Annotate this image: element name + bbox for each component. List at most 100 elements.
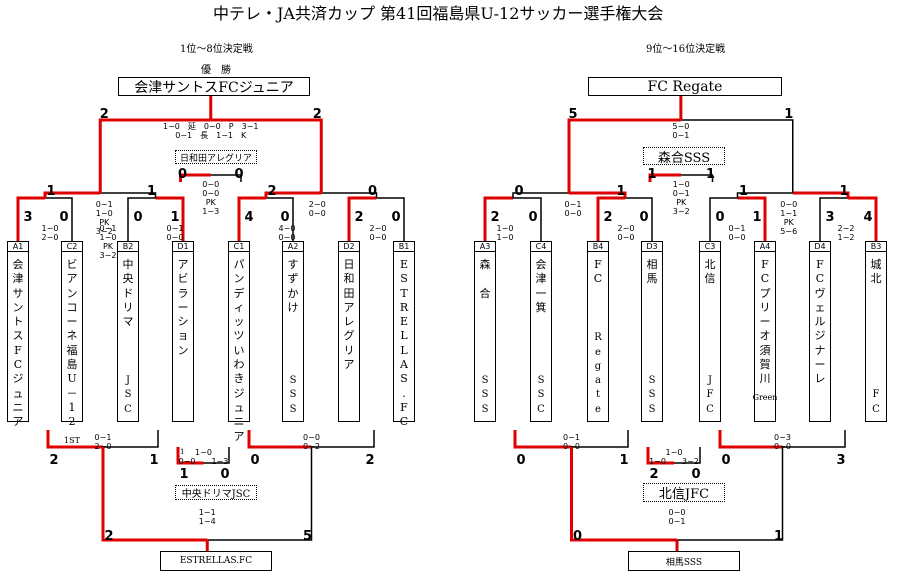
team-name-char: T bbox=[400, 286, 408, 300]
final-line bbox=[98, 118, 211, 193]
right-third-name: 森合SSS bbox=[657, 150, 711, 166]
team-name-char: 一 bbox=[535, 286, 547, 300]
team-name-char: す bbox=[287, 258, 299, 271]
team-suffix-char: S bbox=[289, 389, 297, 401]
team-name-char: 福 bbox=[66, 343, 78, 357]
lower-r2-line bbox=[782, 430, 846, 448]
right-third-box: 森合SSS bbox=[643, 147, 725, 166]
team-name-char: E bbox=[399, 315, 409, 329]
final-line bbox=[210, 118, 323, 193]
team-name-char: 1 bbox=[68, 400, 76, 414]
lower-r2-score: 0 bbox=[250, 453, 260, 468]
lower-final-score: 0 bbox=[572, 529, 583, 544]
lower-r2-detail: 0−3 0−0 bbox=[774, 433, 791, 451]
team-name-char: F bbox=[14, 343, 22, 357]
team-name-char: マ bbox=[122, 315, 134, 329]
team-name-char: ン bbox=[233, 272, 245, 286]
lower-r2-detail: 0−1 2−0 bbox=[94, 433, 112, 451]
team-name-char: C bbox=[399, 415, 409, 429]
team-name-char: S bbox=[400, 372, 408, 386]
final-detail: 5−0 0−1 bbox=[672, 122, 690, 140]
r1-score: 0 bbox=[528, 210, 538, 225]
semi-line bbox=[681, 174, 714, 182]
team-name-char: ニ bbox=[12, 400, 24, 414]
team-suffix-char: g bbox=[594, 360, 602, 372]
team-suffix-char: C bbox=[124, 403, 132, 415]
final-line bbox=[567, 118, 681, 193]
lower-semi-score: 2 bbox=[649, 467, 659, 482]
r2-score: 0 bbox=[514, 184, 524, 199]
team-name-char: ー bbox=[759, 315, 771, 329]
team-name-char: ェ bbox=[814, 300, 826, 314]
team-name-char: C bbox=[593, 272, 603, 286]
team-name-char: パ bbox=[233, 258, 245, 271]
lower-r2-score: 1 bbox=[149, 453, 159, 468]
team-suffix-char: J bbox=[707, 375, 712, 387]
team-name-char: F bbox=[761, 258, 769, 271]
r1-detail: 0−1 0−0 bbox=[166, 224, 184, 242]
team-name-char: U bbox=[67, 372, 77, 386]
r1-score: 0 bbox=[639, 210, 649, 225]
lower-r2-line bbox=[571, 430, 629, 448]
right-champion-name: FC Regate bbox=[647, 78, 723, 95]
team-sub: 1ST bbox=[64, 435, 80, 445]
team-box: 日和田アレグリア bbox=[338, 251, 360, 422]
lower-final-line bbox=[101, 447, 208, 542]
lower-final-score: 1 bbox=[773, 529, 784, 544]
team-name-char: F bbox=[400, 400, 408, 414]
lower-r2-score: 2 bbox=[49, 453, 59, 468]
lower-final-line bbox=[570, 447, 677, 542]
team-name-char: ア bbox=[177, 258, 189, 271]
r1-line bbox=[513, 197, 542, 242]
r1-score: 4 bbox=[863, 210, 873, 225]
team-name-char: ナ bbox=[814, 343, 826, 357]
semi-line bbox=[648, 173, 682, 182]
team-name-char: ア bbox=[66, 272, 78, 286]
r1-detail: 0−1 0−0 bbox=[728, 224, 746, 242]
team-name-char: リ bbox=[343, 343, 355, 357]
lower-r2-line bbox=[718, 430, 783, 449]
r2-line bbox=[569, 191, 627, 198]
r1-detail: 2−0 0−0 bbox=[617, 224, 635, 242]
team-name-char: ョ bbox=[177, 329, 189, 343]
r1-detail: 4−0 0−0 bbox=[278, 224, 296, 242]
team-name-char: コ bbox=[66, 300, 78, 314]
r1-detail: 2−0 0−0 bbox=[369, 224, 387, 242]
team-name-char: わ bbox=[233, 358, 245, 372]
team-name-char: 会 bbox=[535, 258, 547, 271]
r1-line bbox=[709, 197, 738, 242]
team-suffix-char: F bbox=[872, 389, 880, 401]
lower-semi-score: 0 bbox=[691, 467, 701, 482]
team-name-char: F bbox=[594, 258, 602, 271]
team-name-char: ネ bbox=[66, 329, 78, 343]
left-champion-name: 会津サントスFCジュニア bbox=[134, 79, 294, 96]
left-third-box: 日和田アレグリア bbox=[175, 150, 257, 164]
team-name-char: ン bbox=[66, 286, 78, 300]
team-suffix-char: R bbox=[594, 332, 602, 344]
team-name-char: ー bbox=[177, 300, 189, 314]
champion-label: 優 勝 bbox=[201, 65, 231, 76]
r1-score: 1 bbox=[752, 210, 762, 225]
team-name-char: ビ bbox=[66, 258, 78, 271]
team-name-char: オ bbox=[759, 329, 771, 343]
left-subtitle: 1位～8位決定戦 bbox=[180, 44, 253, 55]
team-name-char: ラ bbox=[177, 286, 189, 300]
r1-line bbox=[266, 197, 294, 242]
lower-final-line bbox=[207, 447, 313, 541]
lower-r2-line bbox=[311, 430, 375, 448]
r1-line bbox=[45, 197, 73, 242]
lower-r2-score: 2 bbox=[365, 453, 375, 468]
team-suffix-char: C bbox=[872, 403, 880, 415]
team-name-char: ン bbox=[177, 343, 189, 357]
team-suffix-char: S bbox=[481, 403, 489, 415]
r1-score: 4 bbox=[244, 210, 254, 225]
team-name-char: 和 bbox=[343, 272, 355, 286]
semi-score: 1 bbox=[647, 167, 657, 182]
team-suffix-char: C bbox=[537, 403, 545, 415]
team-name-char: 2 bbox=[68, 415, 76, 429]
team-name-char: レ bbox=[814, 372, 826, 386]
team-code: A3 bbox=[474, 241, 496, 253]
